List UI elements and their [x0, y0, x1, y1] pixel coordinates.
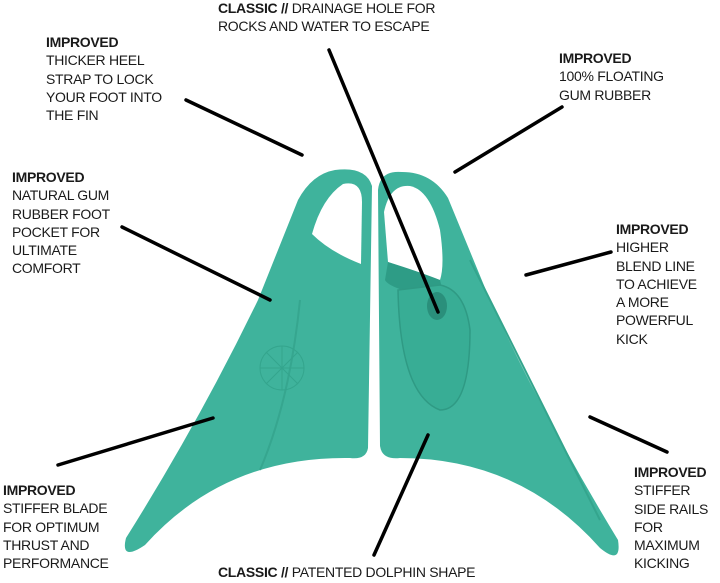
callout-foot-pocket: IMPROVED NATURAL GUM RUBBER FOOT POCKET …	[12, 169, 110, 277]
leader-side-rails	[588, 415, 669, 454]
right-fin	[378, 171, 619, 556]
callout-floating: IMPROVED 100% FLOATING GUM RUBBER	[559, 50, 664, 103]
leader-stiffer-blade	[56, 416, 215, 467]
leader-drainage	[327, 48, 440, 314]
leader-lines	[56, 48, 669, 557]
leader-blend-line	[524, 250, 613, 277]
leader-foot-pocket	[120, 225, 272, 302]
leader-dolphin	[372, 433, 430, 557]
callout-dolphin: CLASSIC // PATENTED DOLPHIN SHAPE	[218, 564, 476, 580]
callout-blend-line: IMPROVED HIGHER BLEND LINE TO ACHIEVE A …	[616, 221, 697, 347]
left-fin	[124, 169, 372, 553]
callout-side-rails: IMPROVED STIFFER SIDE RAILS FOR MAXIMUM …	[634, 464, 709, 572]
callout-stiffer-blade: IMPROVED STIFFER BLADE FOR OPTIMUM THRUS…	[3, 482, 109, 572]
leader-floating	[453, 105, 564, 174]
leader-heel-strap	[184, 98, 304, 157]
logo-emboss	[259, 345, 305, 391]
callout-heel-strap: IMPROVED THICKER HEEL STRAP TO LOCK YOUR…	[46, 34, 162, 124]
